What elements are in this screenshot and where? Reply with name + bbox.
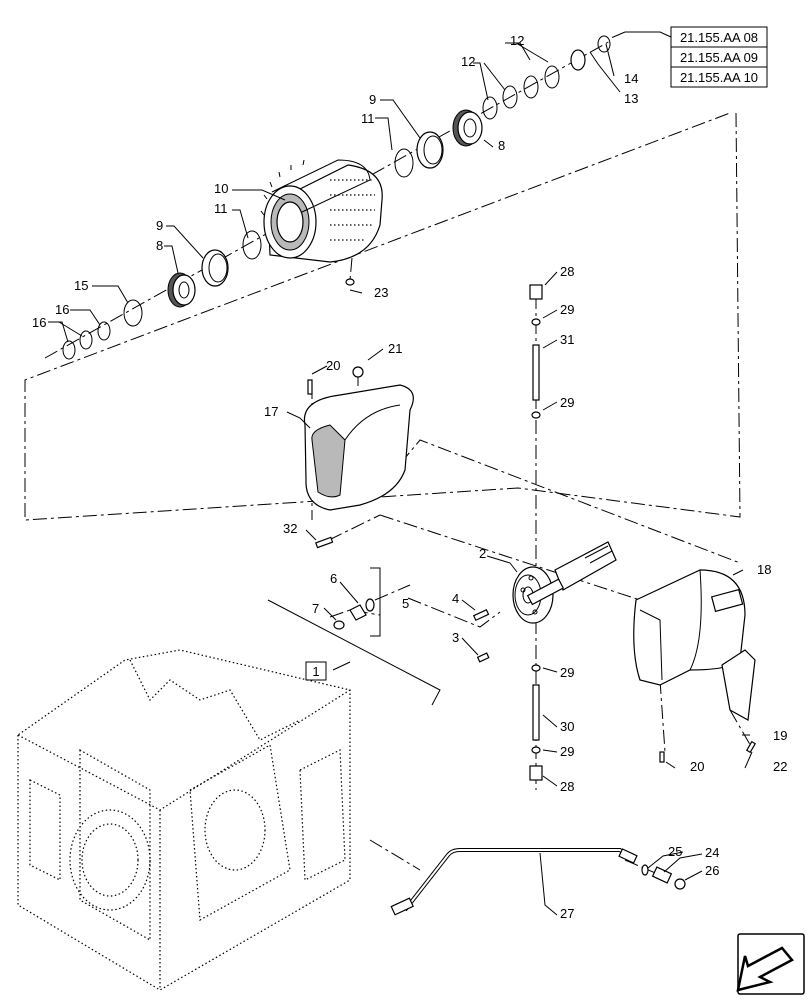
callout-2: 2: [479, 546, 486, 561]
upper-hydraulic-line: [529, 284, 543, 419]
callout-17: 17: [264, 404, 278, 419]
lower-hydraulic-line: [529, 664, 543, 781]
callout-32: 32: [283, 521, 297, 536]
callout-28a: 28: [560, 264, 574, 279]
callout-29c: 29: [560, 665, 574, 680]
bearing-upper: [452, 109, 483, 147]
callout-12b: 12: [461, 54, 475, 69]
callout-15: 15: [74, 278, 88, 293]
callout-21: 21: [388, 341, 402, 356]
callout-26: 26: [705, 863, 719, 878]
leader-lines: [48, 42, 753, 916]
callout-19: 19: [773, 728, 787, 743]
callout-7: 7: [312, 601, 319, 616]
callout-23: 23: [374, 285, 388, 300]
callout-20a: 20: [326, 358, 340, 373]
transmission-housing: [17, 649, 351, 991]
clutch-drum: [260, 159, 383, 263]
reference-label-1[interactable]: 21.155.AA 08: [680, 30, 758, 45]
carrier-housing-left: [303, 366, 414, 511]
callout-12a: 12: [510, 33, 524, 48]
reference-label-2[interactable]: 21.155.AA 09: [680, 50, 758, 65]
callout-9a: 9: [369, 92, 376, 107]
callout-29b: 29: [560, 395, 574, 410]
callout-3: 3: [452, 630, 459, 645]
callout-1: 1: [312, 664, 319, 679]
callout-5: 5: [402, 596, 409, 611]
callout-24: 24: [705, 845, 719, 860]
bracket-line: [267, 599, 441, 706]
callout-6: 6: [330, 571, 337, 586]
callout-16b: 16: [32, 315, 46, 330]
rings-and-washers: [62, 35, 611, 360]
callout-10: 10: [214, 181, 228, 196]
small-fasteners: [315, 536, 757, 763]
bearing-lower: [167, 272, 196, 308]
callout-bracket: [370, 567, 381, 637]
drive-shaft: [512, 541, 617, 624]
callout-1-box: [305, 661, 327, 681]
callout-13: 13: [624, 91, 638, 106]
oil-pipe: [390, 848, 686, 916]
callout-29a: 29: [560, 302, 574, 317]
reference-box-group: 21.155.AA 08 21.155.AA 09 21.155.AA 10: [610, 26, 768, 88]
callout-8a: 8: [498, 138, 505, 153]
callout-31: 31: [560, 332, 574, 347]
callout-14: 14: [624, 71, 638, 86]
callout-22: 22: [773, 759, 787, 774]
navigation-arrow-icon[interactable]: [736, 933, 805, 995]
callout-30: 30: [560, 719, 574, 734]
callout-11a: 11: [361, 111, 375, 126]
reference-label-3[interactable]: 21.155.AA 10: [680, 70, 758, 85]
callout-28b: 28: [560, 779, 574, 794]
callout-18: 18: [757, 562, 771, 577]
callout-4: 4: [452, 591, 459, 606]
callout-8b: 8: [156, 238, 163, 253]
callout-29d: 29: [560, 744, 574, 759]
callout-20b: 20: [690, 759, 704, 774]
callout-25: 25: [668, 844, 682, 859]
callout-11b: 11: [214, 201, 228, 216]
outer-housing-right: [633, 569, 756, 721]
callout-labels: 12 12 14 13 9 11 8 10 11 9 8 15 16 16 23…: [32, 33, 787, 921]
callout-27: 27: [560, 906, 574, 921]
callout-9b: 9: [156, 218, 163, 233]
callout-16a: 16: [55, 302, 69, 317]
